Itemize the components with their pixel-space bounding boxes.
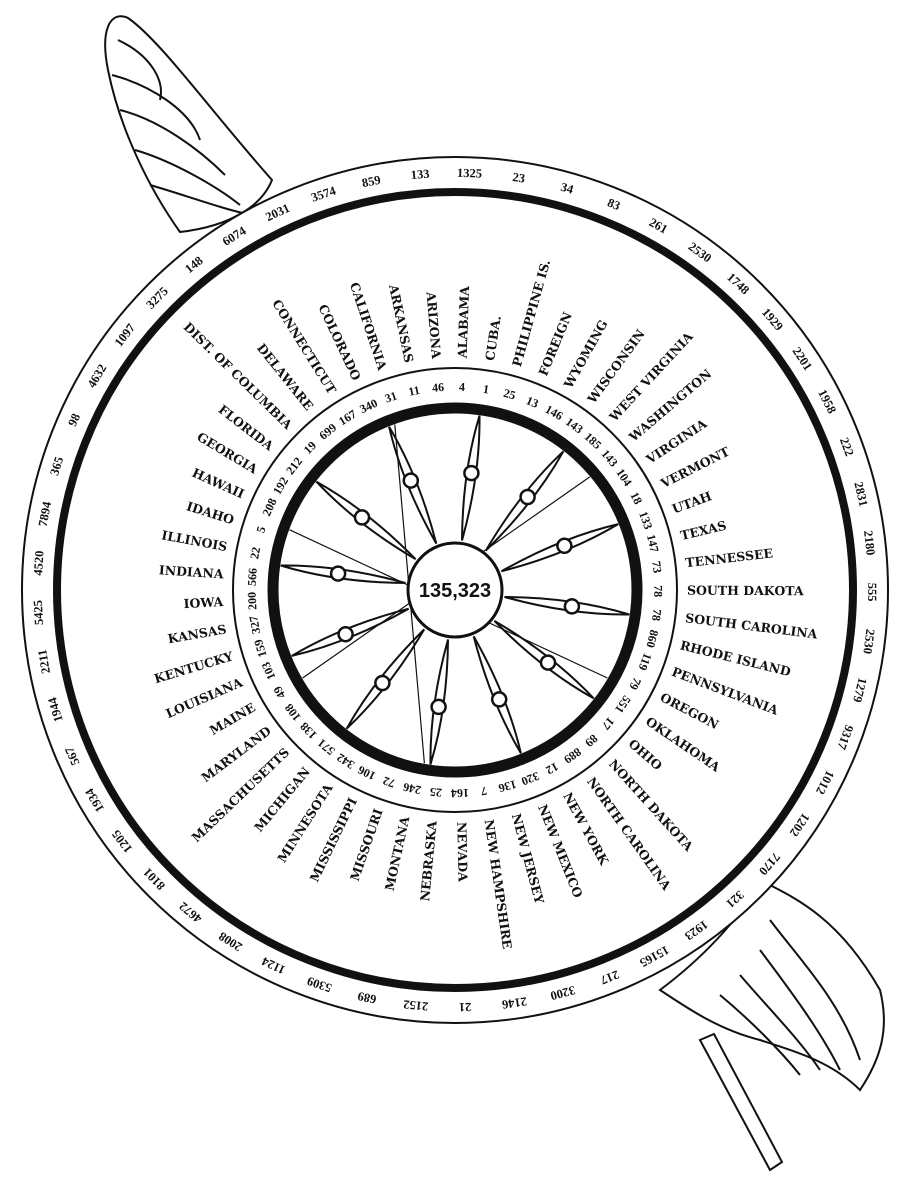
inner-count-indiana: 566	[245, 567, 260, 586]
state-label-iowa: IOWA	[183, 594, 224, 611]
inner-count-nevada: 164	[451, 786, 469, 800]
spoke-bead	[541, 656, 555, 670]
inner-count-south-carolina: 78	[649, 608, 664, 622]
center-total: 135,323	[419, 580, 491, 602]
outer-count-arizona: 133	[410, 167, 430, 183]
outer-count-south-dakota: 555	[865, 583, 879, 602]
spoke-bead	[355, 510, 369, 524]
spoke-bead	[339, 627, 353, 641]
outer-count-indiana: 4520	[31, 550, 47, 576]
inner-count-south-dakota: 78	[651, 585, 665, 597]
spoke-bead	[565, 599, 579, 613]
spoke-bead	[404, 474, 418, 488]
inner-count-nebraska: 25	[429, 785, 442, 800]
inner-count-arizona: 46	[431, 380, 444, 395]
outer-count-iowa: 5425	[31, 600, 46, 626]
state-label-south-dakota: SOUTH DAKOTA	[687, 583, 804, 599]
outer-count-cuba: 23	[512, 170, 526, 186]
outer-count-nebraska: 2152	[403, 997, 429, 1013]
spoke-bead	[521, 490, 535, 504]
inner-count-tennessee: 73	[649, 560, 664, 574]
outer-count-alabama: 1325	[457, 166, 482, 181]
inner-count-illinois: 22	[247, 546, 263, 560]
torch-flame-decoration	[105, 16, 272, 232]
inner-count-iowa: 200	[245, 592, 260, 611]
spoke-bead	[557, 539, 571, 553]
state-label-nevada: NEVADA	[454, 822, 470, 883]
spoke-bead	[492, 692, 506, 706]
inner-count-alabama: 4	[459, 380, 465, 394]
state-label-alabama: ALABAMA	[455, 286, 473, 360]
outer-count-tennessee: 2180	[861, 530, 878, 556]
spoke-bead	[464, 466, 478, 480]
spoke-bead	[432, 700, 446, 714]
outer-count-nevada: 21	[459, 1000, 472, 1014]
spoke-bead	[375, 676, 389, 690]
spoke-bead	[331, 567, 345, 581]
